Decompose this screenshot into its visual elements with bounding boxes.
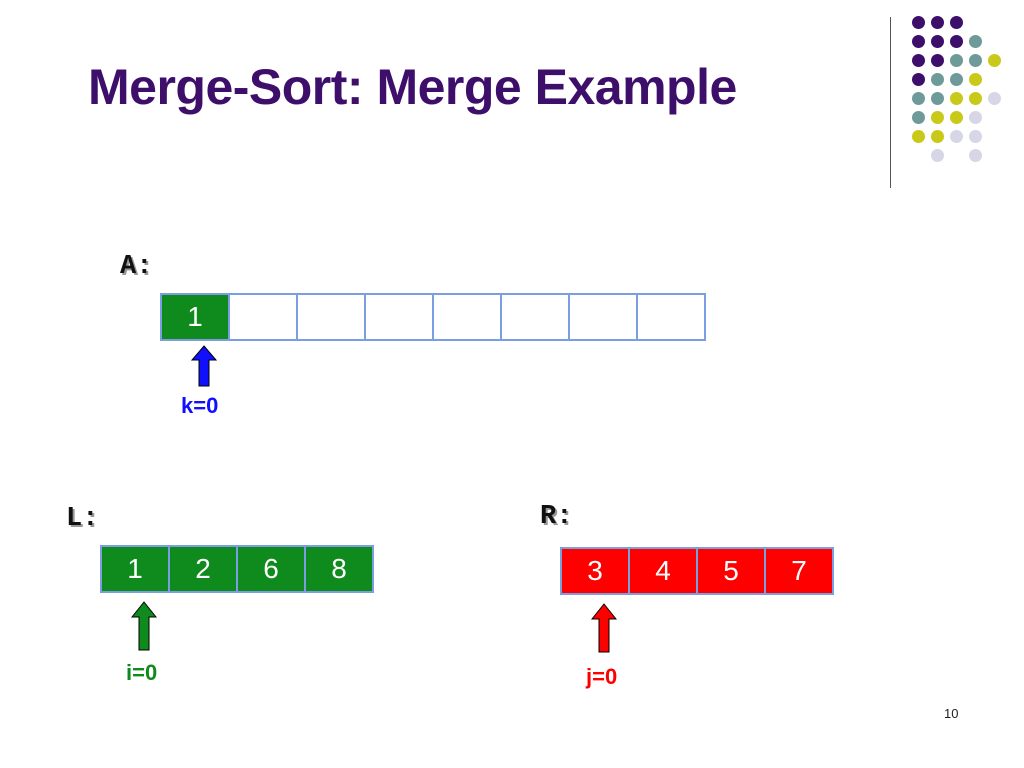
decor-dot — [912, 73, 925, 86]
array-r-cell: 3 — [562, 549, 628, 593]
decor-dot — [988, 54, 1001, 67]
decor-dot — [931, 35, 944, 48]
pointer-j-arrow-icon — [591, 603, 617, 653]
decor-dot — [969, 35, 982, 48]
array-a-cell — [570, 295, 636, 339]
decor-dot — [931, 92, 944, 105]
title-divider-line — [890, 17, 891, 188]
array-a-cell — [366, 295, 432, 339]
array-a-label: A: — [120, 252, 153, 282]
decor-dot — [931, 16, 944, 29]
decor-dot — [950, 130, 963, 143]
array-r-cell: 4 — [630, 549, 696, 593]
pointer-i-arrow-icon — [131, 601, 157, 651]
array-a: 1 — [160, 293, 706, 341]
pointer-k-arrow-icon — [191, 345, 217, 387]
decor-dot — [912, 35, 925, 48]
array-a-cell — [502, 295, 568, 339]
array-a-cell — [298, 295, 364, 339]
decor-dot — [931, 54, 944, 67]
array-r-label: R: — [540, 502, 573, 532]
decor-dot — [931, 149, 944, 162]
array-a-cell — [434, 295, 500, 339]
decor-dot — [969, 111, 982, 124]
array-a-cell — [638, 295, 704, 339]
array-l-cell: 6 — [238, 547, 304, 591]
array-l-cell: 8 — [306, 547, 372, 591]
decor-dot — [931, 130, 944, 143]
decorative-dot-grid — [0, 0, 1024, 200]
array-r-cell: 7 — [766, 549, 832, 593]
decor-dot — [950, 73, 963, 86]
slide-title: Merge-Sort: Merge Example — [88, 59, 737, 115]
decor-dot — [912, 130, 925, 143]
decor-dot — [969, 130, 982, 143]
decor-dot — [912, 111, 925, 124]
pointer-i-label: i=0 — [126, 660, 158, 685]
decor-dot — [912, 54, 925, 67]
array-r: 3 4 5 7 — [560, 547, 834, 595]
decor-dot — [969, 92, 982, 105]
page-number: 10 — [944, 706, 959, 721]
array-a-cell: 1 — [162, 295, 228, 339]
decor-dot — [950, 111, 963, 124]
decor-dot — [950, 35, 963, 48]
array-l: 1 2 6 8 — [100, 545, 374, 593]
decor-dot — [912, 16, 925, 29]
array-r-cell: 5 — [698, 549, 764, 593]
decor-dot — [969, 73, 982, 86]
pointer-k-label: k=0 — [181, 393, 219, 418]
decor-dot — [950, 16, 963, 29]
array-l-cell: 1 — [102, 547, 168, 591]
decor-dot — [912, 92, 925, 105]
decor-dot — [950, 54, 963, 67]
decor-dot — [969, 54, 982, 67]
array-l-label: L: — [66, 504, 99, 534]
decor-dot — [969, 149, 982, 162]
decor-dot — [988, 92, 1001, 105]
decor-dot — [931, 73, 944, 86]
array-a-cell — [230, 295, 296, 339]
pointer-j-label: j=0 — [586, 664, 618, 689]
decor-dot — [950, 92, 963, 105]
array-l-cell: 2 — [170, 547, 236, 591]
decor-dot — [931, 111, 944, 124]
